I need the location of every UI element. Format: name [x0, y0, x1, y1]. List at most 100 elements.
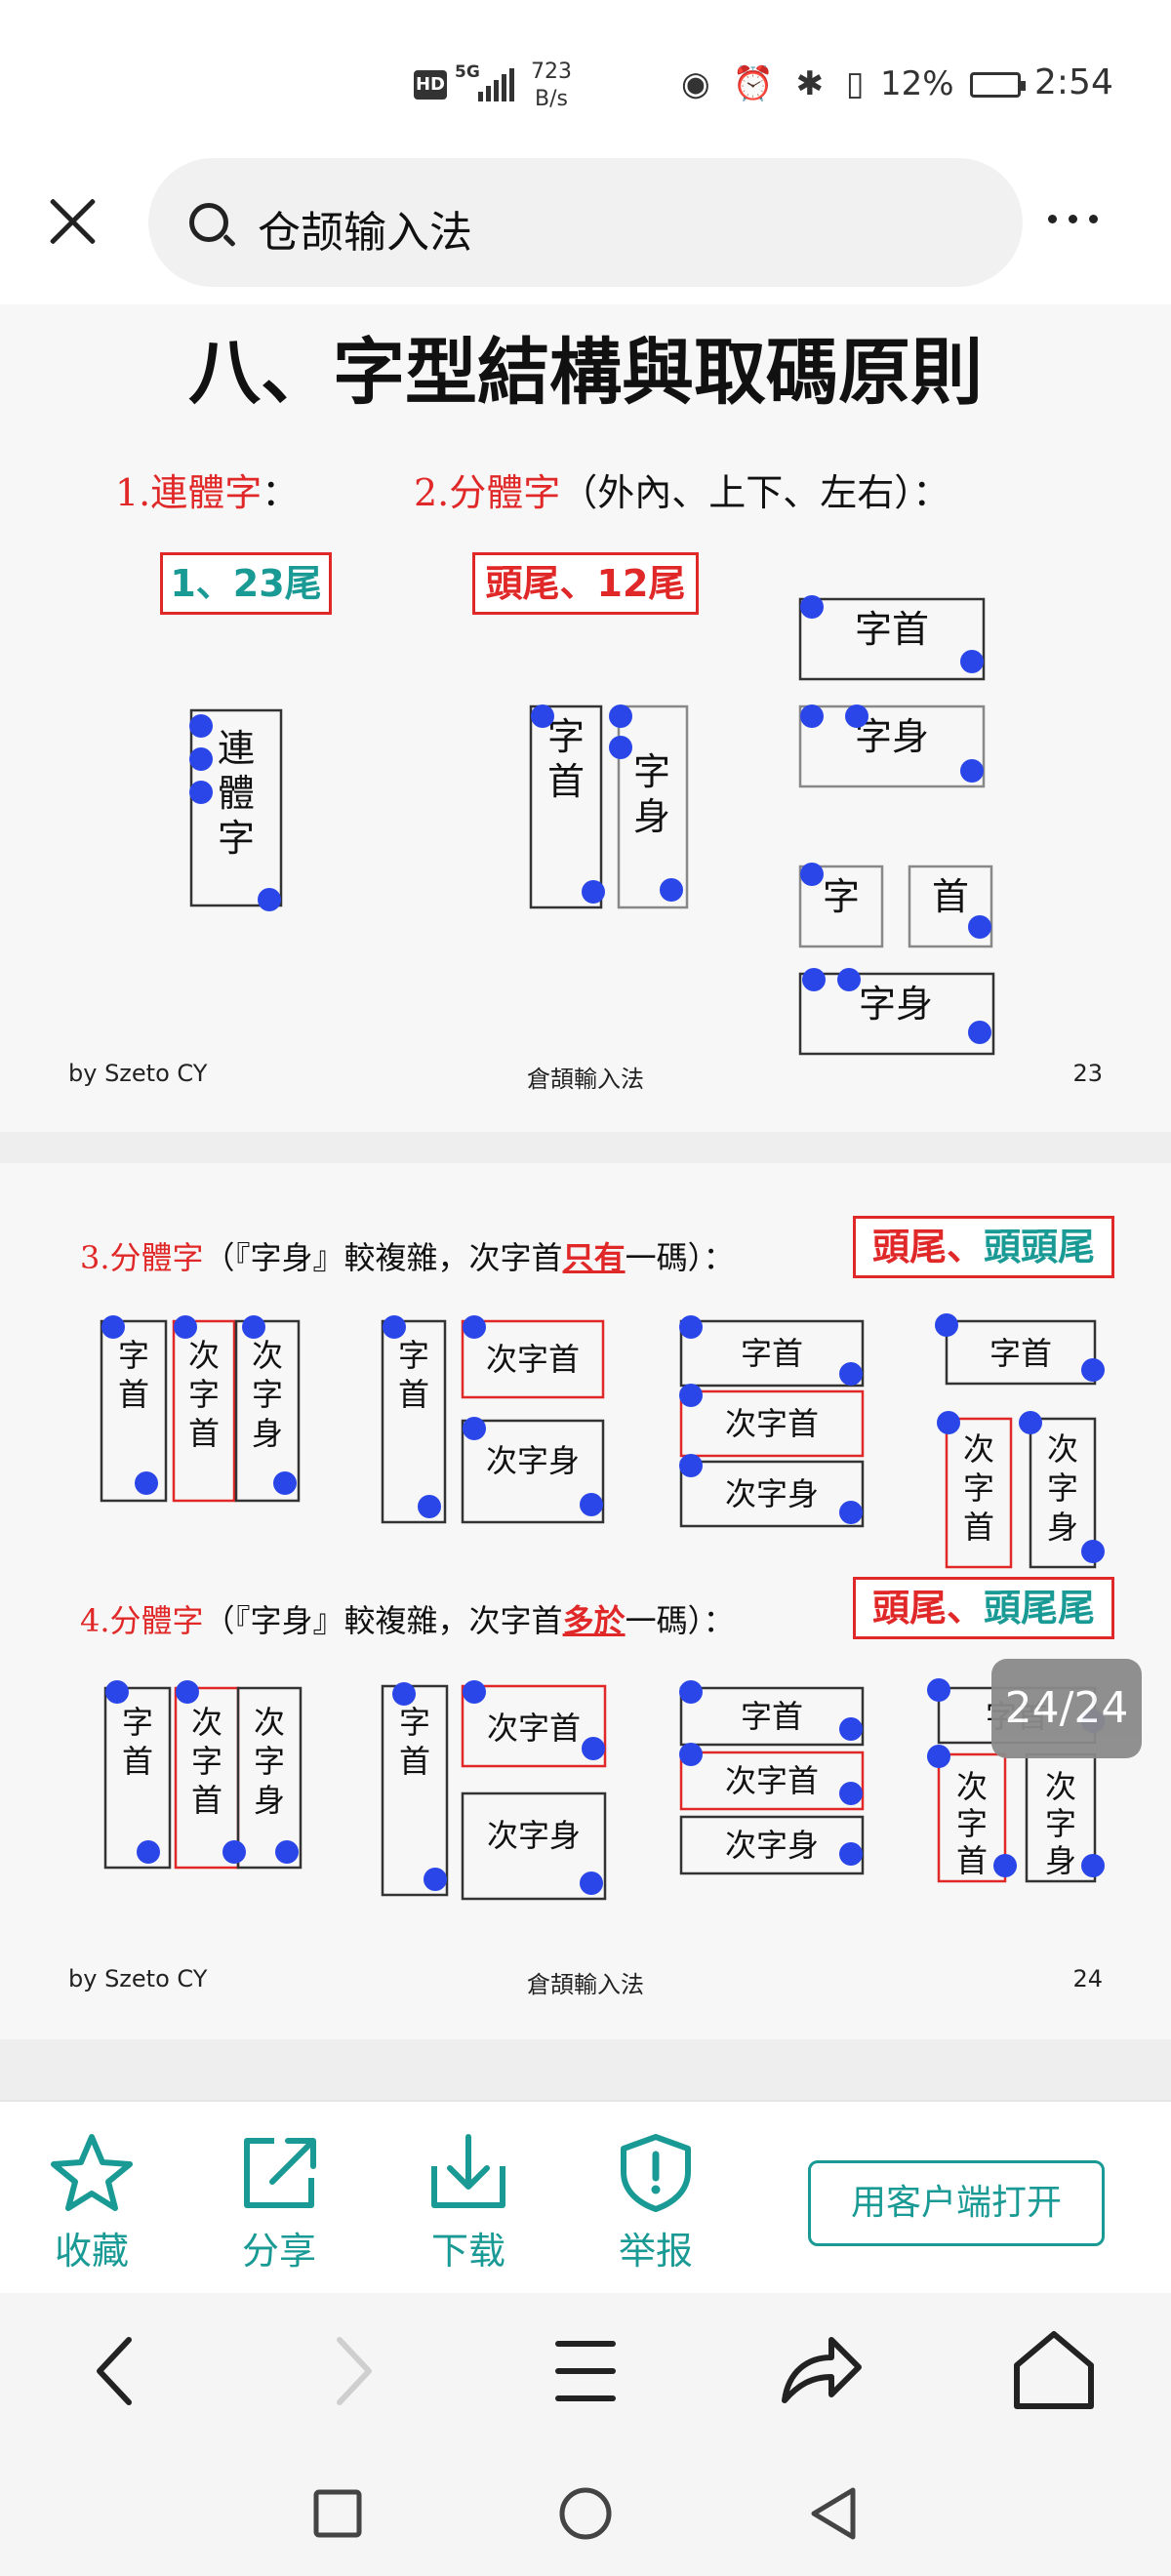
svg-text:次: 次 — [188, 1337, 220, 1374]
svg-text:首: 首 — [932, 875, 969, 918]
search-input[interactable]: 仓颉输入法 — [148, 158, 1023, 287]
label-split-char: 2.分體字（外內、上下、左右）： — [414, 471, 950, 514]
svg-text:次字首: 次字首 — [725, 1405, 819, 1442]
svg-text:首: 首 — [547, 760, 585, 803]
svg-text:字: 字 — [1045, 1805, 1076, 1842]
svg-text:首: 首 — [956, 1842, 988, 1879]
svg-text:身: 身 — [1045, 1842, 1076, 1879]
svg-text:次字身: 次字身 — [725, 1827, 819, 1864]
search-header: 仓颉输入法 — [0, 146, 1171, 302]
svg-text:字身: 字身 — [855, 715, 929, 758]
open-in-app-button[interactable]: 用客户端打开 — [808, 2160, 1105, 2246]
svg-text:首: 首 — [191, 1782, 222, 1819]
signal-icon — [478, 66, 514, 101]
system-home-icon[interactable] — [556, 2484, 615, 2547]
system-nav-bar — [0, 2449, 1171, 2576]
svg-text:次字身: 次字身 — [725, 1475, 819, 1512]
svg-text:首: 首 — [122, 1743, 153, 1780]
label-connected-char: 1.連體字： — [115, 471, 300, 514]
hd-icon: HD — [414, 70, 447, 100]
favorite-button[interactable]: 收藏 — [33, 2131, 150, 2274]
network-speed: 723 B/s — [531, 60, 572, 111]
svg-text:字: 字 — [398, 1337, 429, 1374]
recent-apps-icon[interactable] — [308, 2484, 367, 2547]
star-icon — [51, 2134, 133, 2211]
badge-rule-3: 頭尾、頭頭尾 — [853, 1216, 1114, 1278]
battery-icon — [970, 72, 1026, 98]
document-viewer[interactable]: 八、字型結構與取碼原則 1.連體字： 2.分體字（外內、上下、左右）： 1、23… — [0, 304, 1171, 2100]
svg-text:字首: 字首 — [989, 1335, 1052, 1372]
svg-text:首: 首 — [399, 1743, 430, 1780]
svg-text:首: 首 — [188, 1415, 220, 1452]
svg-text:身: 身 — [252, 1415, 283, 1452]
svg-text:首: 首 — [963, 1509, 994, 1546]
action-bar: 收藏 分享 下载 举报 用客户端打开 — [0, 2100, 1171, 2293]
svg-text:次: 次 — [252, 1337, 283, 1374]
search-query: 仓颉输入法 — [258, 208, 472, 258]
svg-text:字: 字 — [122, 1704, 153, 1741]
forward-icon[interactable] — [303, 2322, 400, 2420]
report-button[interactable]: 举报 — [597, 2131, 714, 2274]
slide-footer-title: 倉頡輸入法 — [527, 1971, 644, 1998]
page-counter: 24/24 — [991, 1659, 1142, 1758]
download-icon — [431, 2134, 505, 2208]
label-split-char-3: 3.分體字（『字身』較複雜，次字首只有一碼）： — [80, 1239, 735, 1276]
structure-diagrams-24: 字首 次字首 次字身 字首 次字首 次字身 字首 次字首 次字身 字首 次字首 … — [100, 1313, 1105, 1901]
search-icon — [189, 203, 228, 242]
svg-text:字: 字 — [254, 1743, 285, 1780]
svg-text:次: 次 — [963, 1430, 994, 1468]
badge-rule-1: 1、23尾 — [160, 552, 332, 615]
slide-page-number: 23 — [1072, 1060, 1103, 1087]
share-forward-icon[interactable] — [771, 2322, 868, 2420]
clock: 2:54 — [1034, 62, 1113, 102]
slide-title: 八、字型結構與取碼原則 — [188, 331, 983, 415]
svg-text:次: 次 — [1045, 1768, 1076, 1805]
slide-page-number: 24 — [1072, 1965, 1103, 1992]
shield-alert-icon — [621, 2134, 691, 2212]
battery-percent: 12% — [880, 64, 954, 103]
svg-text:連: 連 — [218, 727, 255, 770]
svg-text:字: 字 — [218, 817, 255, 860]
more-options-icon[interactable] — [1048, 215, 1098, 223]
share-icon — [244, 2138, 316, 2208]
status-bar: HD 5G 723 B/s ◉ ⏰ ✱ ▯ 12% 2:54 — [0, 0, 1171, 146]
svg-text:字首: 字首 — [741, 1698, 803, 1735]
slide-page-23: 八、字型結構與取碼原則 1.連體字： 2.分體字（外內、上下、左右）： 1、23… — [0, 304, 1171, 1132]
badge-rule-4: 頭尾、頭尾尾 — [853, 1577, 1114, 1639]
svg-text:字首: 字首 — [855, 608, 929, 651]
svg-text:首: 首 — [398, 1376, 429, 1413]
svg-text:字身: 字身 — [859, 983, 933, 1026]
svg-text:次: 次 — [1047, 1430, 1078, 1468]
svg-text:體: 體 — [218, 772, 255, 815]
svg-text:字: 字 — [547, 715, 585, 758]
svg-text:字: 字 — [191, 1743, 222, 1780]
svg-text:字: 字 — [118, 1337, 149, 1374]
svg-text:字: 字 — [633, 750, 670, 793]
home-icon[interactable] — [1005, 2322, 1103, 2420]
browser-nav-bar — [0, 2293, 1171, 2449]
slide-page-24: 3.分體字（『字身』較複雜，次字首只有一碼）： 頭尾、頭頭尾 4.分體字（『字身… — [0, 1163, 1171, 2039]
svg-text:次字身: 次字身 — [487, 1817, 581, 1854]
svg-text:次字首: 次字首 — [725, 1762, 819, 1799]
slide-author: by Szeto CY — [68, 1060, 208, 1087]
svg-text:首: 首 — [118, 1376, 149, 1413]
svg-text:次: 次 — [254, 1704, 285, 1741]
status-icons: ◉ ⏰ ✱ ▯ — [681, 64, 870, 103]
share-button[interactable]: 分享 — [221, 2131, 338, 2274]
svg-text:身: 身 — [633, 795, 670, 838]
structure-diagrams-23: 連 體 字 字 首 字 身 字首 字身 字 首 字身 — [189, 595, 995, 1056]
svg-text:字: 字 — [823, 875, 860, 918]
system-back-icon[interactable] — [804, 2484, 863, 2547]
svg-text:身: 身 — [1047, 1509, 1078, 1546]
svg-text:次字身: 次字身 — [486, 1442, 580, 1479]
menu-icon[interactable] — [537, 2322, 634, 2420]
svg-text:身: 身 — [254, 1782, 285, 1819]
svg-text:字: 字 — [188, 1376, 220, 1413]
slide-footer-title: 倉頡輸入法 — [527, 1066, 644, 1093]
close-icon[interactable] — [43, 191, 103, 252]
back-icon[interactable] — [68, 2322, 166, 2420]
download-button[interactable]: 下载 — [410, 2131, 527, 2274]
network-type: 5G — [455, 62, 480, 82]
svg-text:次字首: 次字首 — [487, 1710, 581, 1747]
svg-text:字首: 字首 — [741, 1335, 803, 1372]
